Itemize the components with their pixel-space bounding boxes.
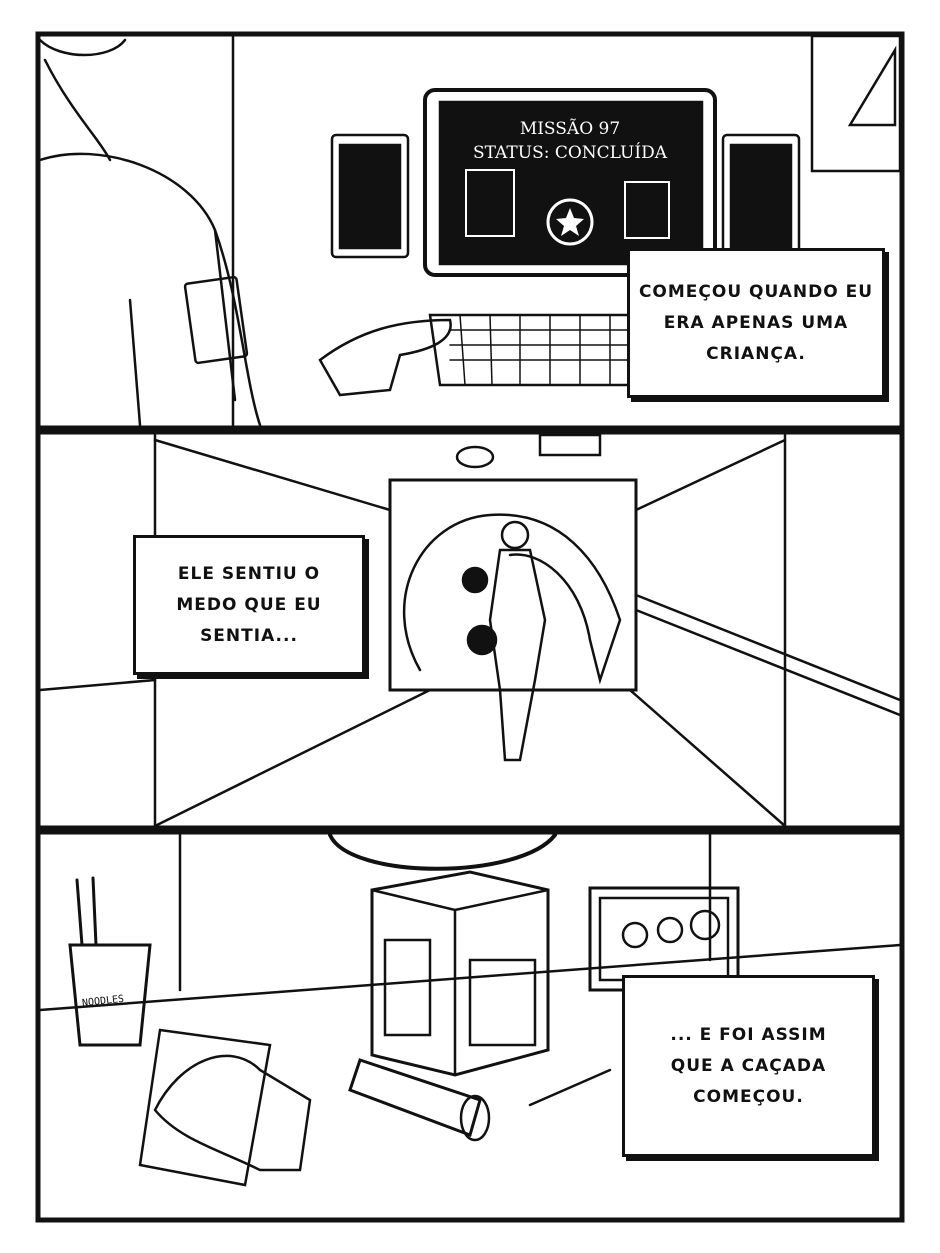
status-label: STATUS: CONCLUÍDA bbox=[473, 143, 667, 163]
caption-panel-1: COMEÇOU QUANDO EU ERA APENAS UMA CRIANÇA… bbox=[627, 248, 885, 398]
monitor-screen-text: MISSÃO 97 STATUS: CONCLUÍDA bbox=[445, 117, 695, 165]
caption-panel-2: ELE SENTIU O MEDO QUE EU SENTIA... bbox=[133, 535, 365, 675]
caption-text: ELE SENTIU O MEDO QUE EU SENTIA... bbox=[176, 563, 322, 646]
panel-1 bbox=[35, 31, 905, 431]
caption-panel-3: ... E FOI ASSIM QUE A CAÇADA COMEÇOU. bbox=[622, 975, 875, 1157]
panel-2 bbox=[35, 429, 905, 831]
caption-text: ... E FOI ASSIM QUE A CAÇADA COMEÇOU. bbox=[670, 1024, 827, 1107]
caption-text: COMEÇOU QUANDO EU ERA APENAS UMA CRIANÇA… bbox=[638, 281, 874, 364]
panel-3 bbox=[35, 829, 905, 1223]
mission-label: MISSÃO 97 bbox=[519, 119, 621, 139]
